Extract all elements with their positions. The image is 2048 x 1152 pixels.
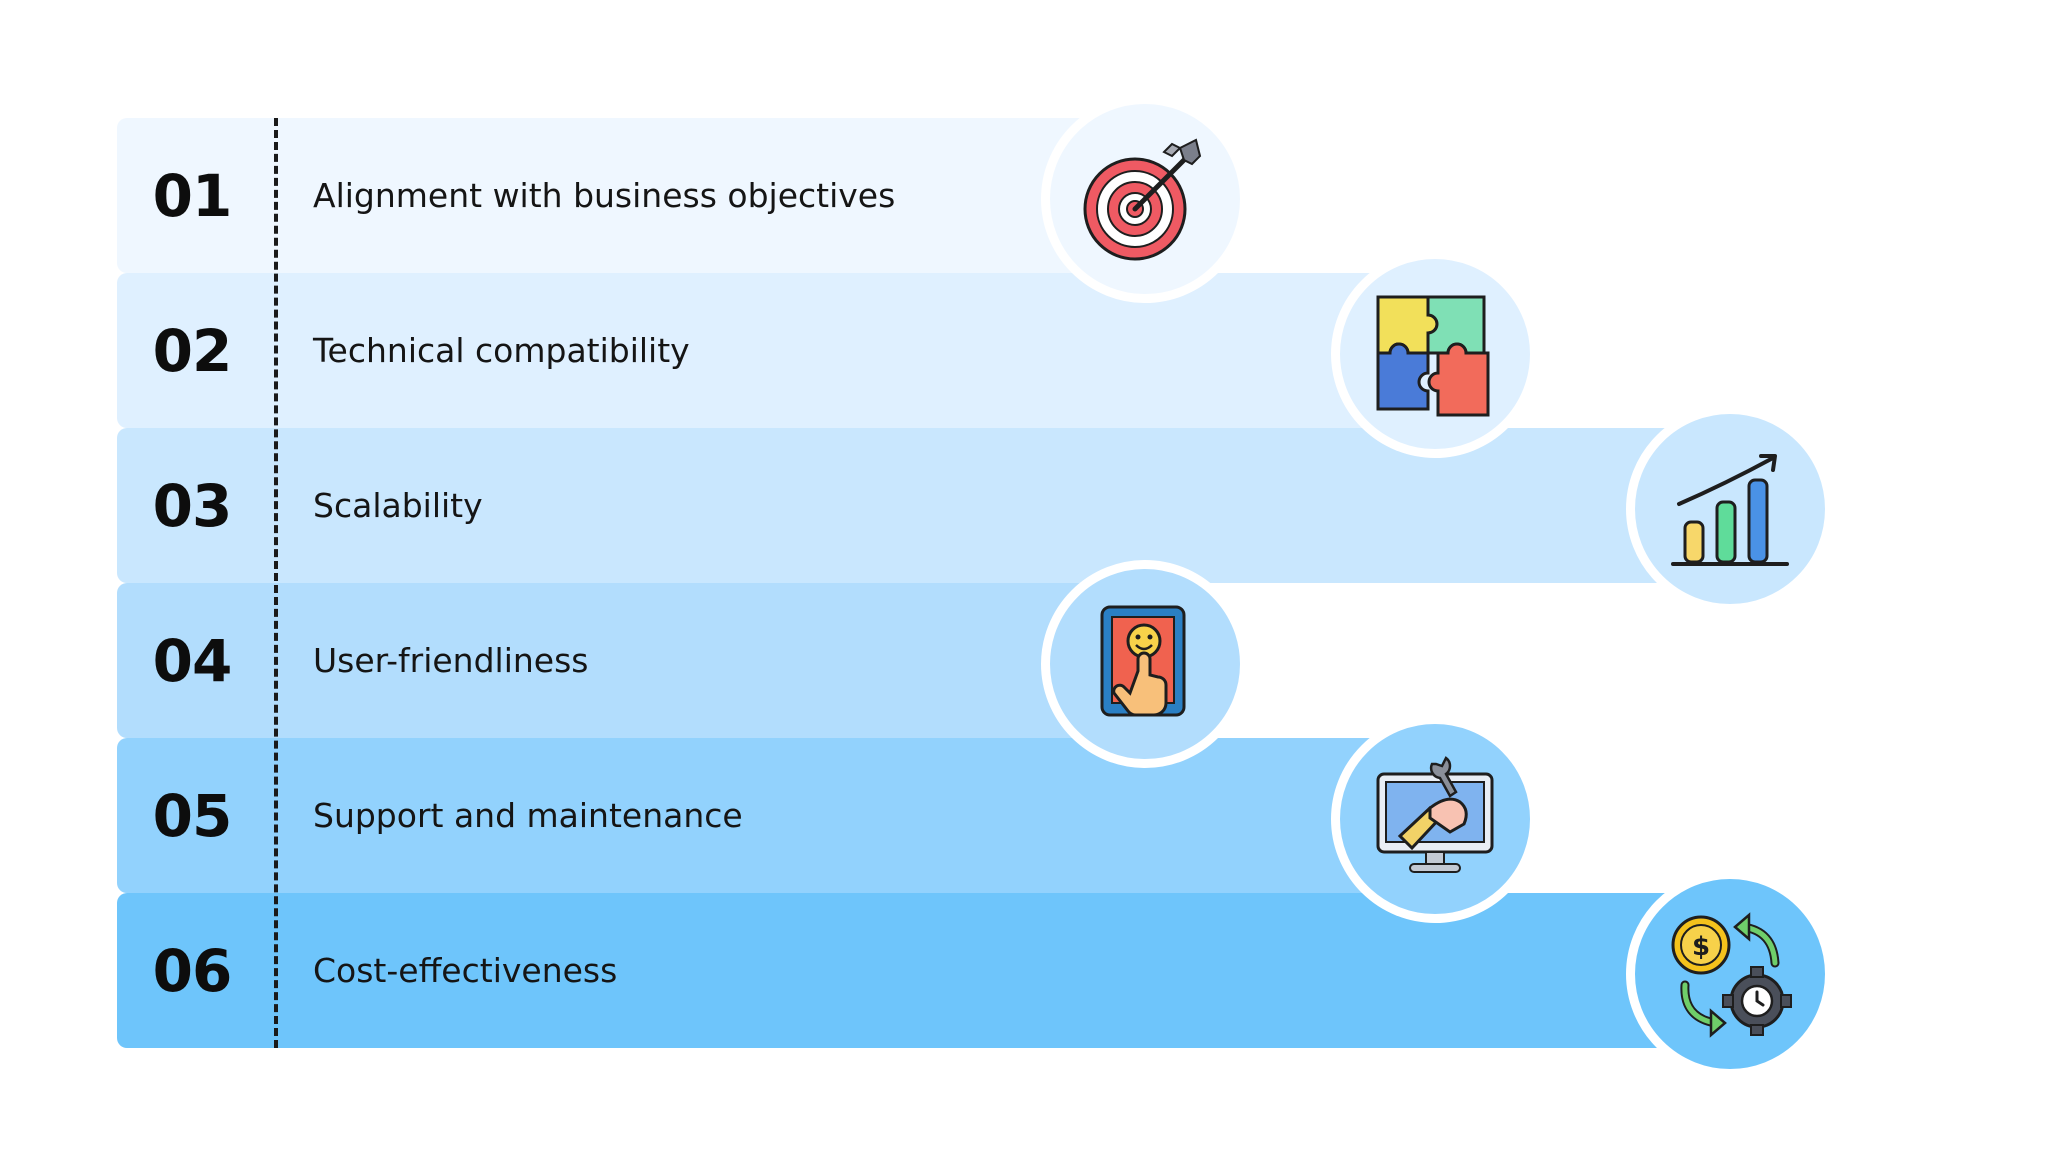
badge-1 bbox=[1041, 95, 1249, 303]
badge-5 bbox=[1331, 715, 1539, 923]
item-label: Cost-effectiveness bbox=[313, 951, 618, 990]
item-label: Support and maintenance bbox=[313, 796, 743, 835]
item-number: 03 bbox=[152, 471, 233, 540]
svg-text:$: $ bbox=[1692, 932, 1710, 962]
badge-2 bbox=[1331, 250, 1539, 458]
touchscreen-smiley-icon bbox=[1100, 605, 1186, 717]
item-number: 04 bbox=[152, 626, 233, 695]
item-label: User-friendliness bbox=[313, 641, 589, 680]
dashed-divider bbox=[274, 118, 278, 1048]
puzzle-icon bbox=[1376, 295, 1490, 417]
item-label: Technical compatibility bbox=[313, 331, 690, 370]
list-item-4: 04 User-friendliness bbox=[117, 583, 1117, 738]
monitor-wrench-icon bbox=[1376, 756, 1494, 873]
item-number: 01 bbox=[152, 161, 233, 230]
list-item-1: 01 Alignment with business objectives bbox=[117, 118, 1117, 273]
target-icon bbox=[1083, 138, 1202, 261]
item-label: Alignment with business objectives bbox=[313, 176, 896, 215]
list-item-5: 05 Support and maintenance bbox=[117, 738, 1397, 893]
list-item-2: 02 Technical compatibility bbox=[117, 273, 1397, 428]
item-number: 06 bbox=[152, 936, 233, 1005]
item-number: 02 bbox=[152, 316, 233, 385]
item-number: 05 bbox=[152, 781, 233, 850]
badge-4 bbox=[1041, 560, 1249, 768]
badge-6: $ bbox=[1626, 870, 1834, 1078]
cost-cycle-icon: $ bbox=[1671, 912, 1792, 1038]
item-label: Scalability bbox=[313, 486, 483, 525]
bar-chart-growth-icon bbox=[1671, 454, 1789, 566]
badge-3 bbox=[1626, 405, 1834, 613]
